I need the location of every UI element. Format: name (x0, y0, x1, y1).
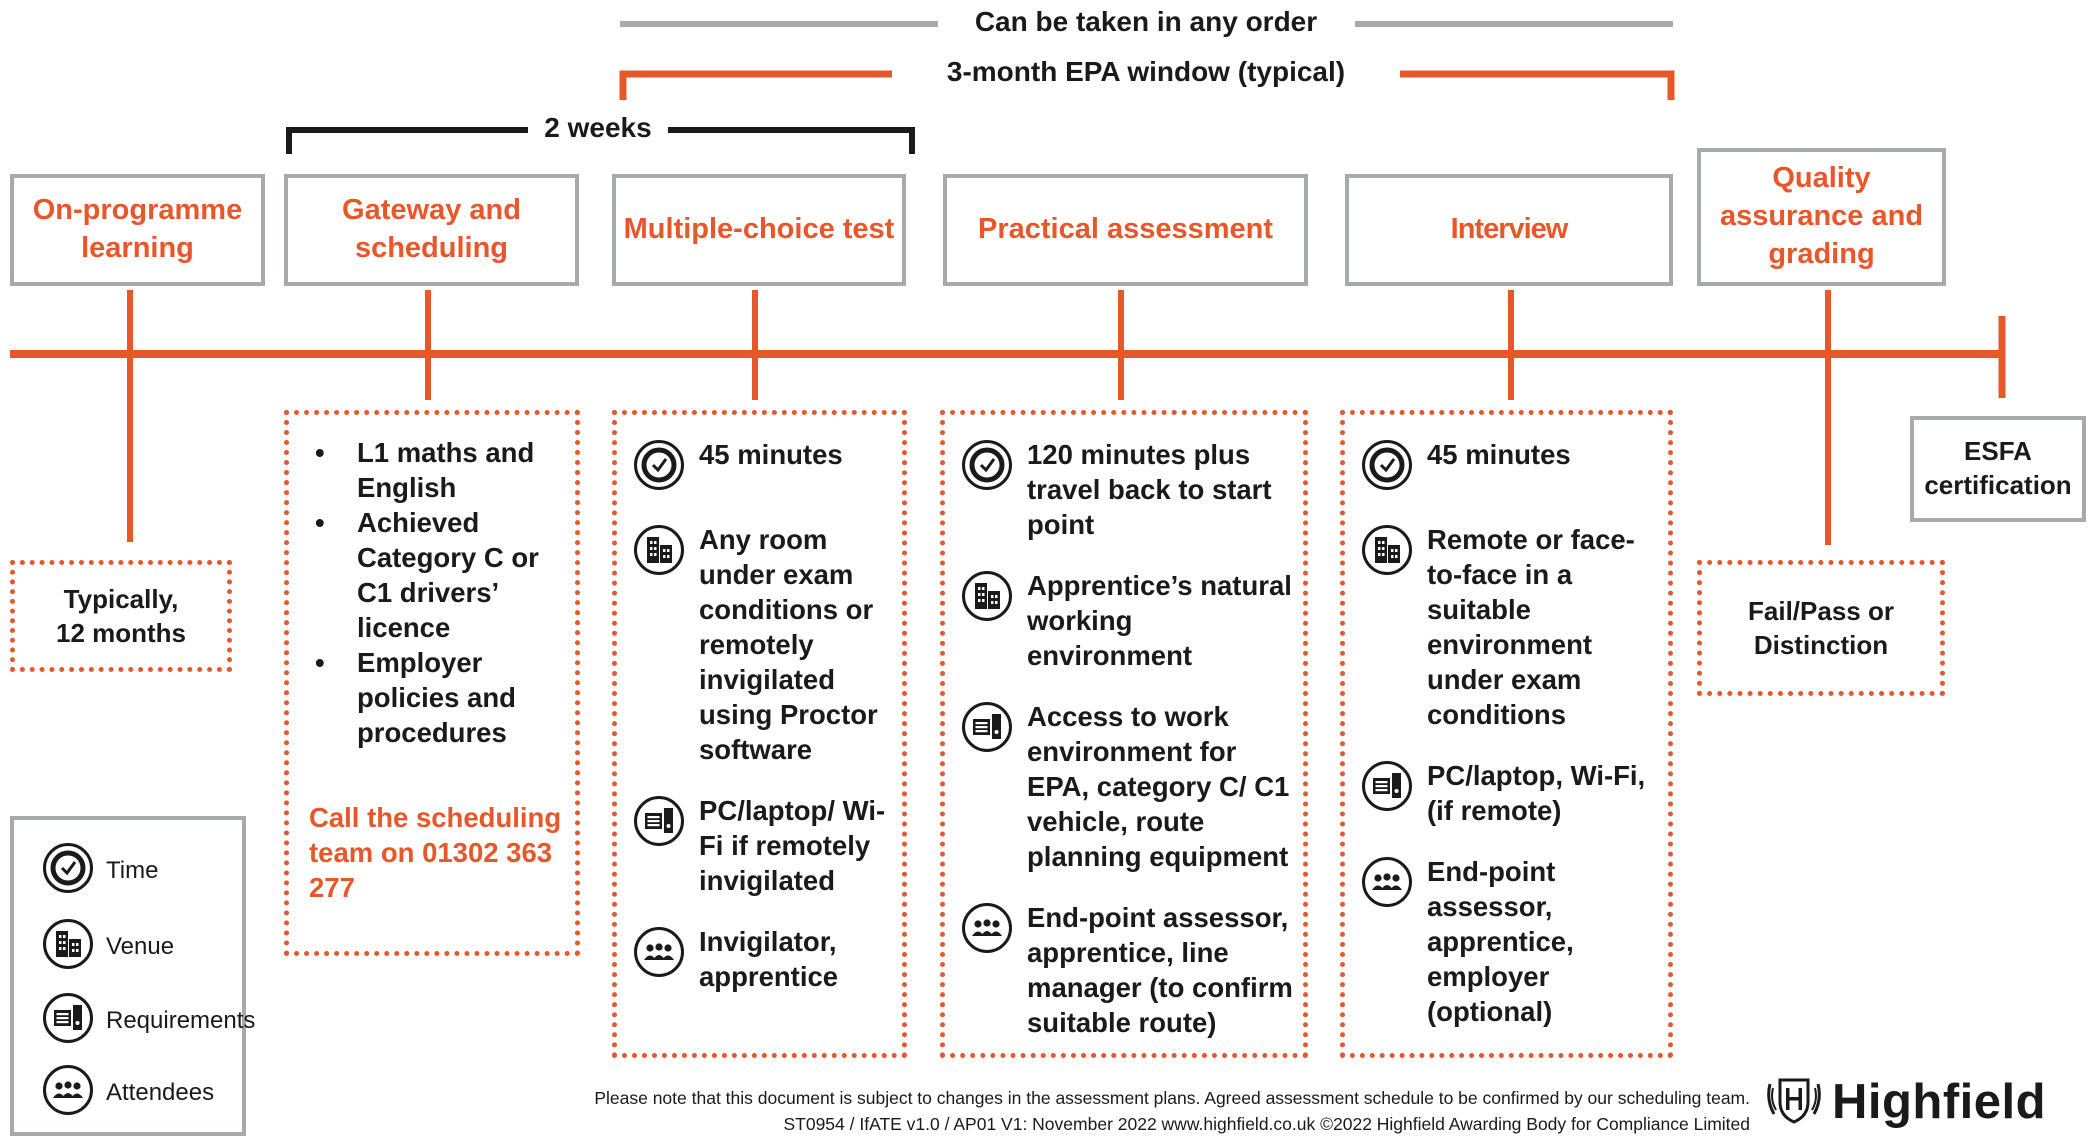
interview-time-text: 45 minutes (1427, 439, 1571, 470)
practical-venue: Apprentice’s natural working environment (961, 568, 1295, 673)
interview-attendees-text: End-point assessor, apprentice, employer… (1427, 856, 1574, 1027)
practical-requirements-text: Access to work environment for EPA, cate… (1027, 701, 1290, 872)
icon-key: Time Venue Requirements Attendees (10, 816, 255, 1136)
key-row-requirements: Requirements (42, 992, 255, 1049)
practical-time-text: 120 minutes plus travel back to start po… (1027, 439, 1272, 540)
practical-time: 120 minutes plus travel back to start po… (961, 437, 1295, 542)
mct-attendees-text: Invigilator, apprentice (699, 926, 839, 992)
quality-outcome-box: Fail/Pass or Distinction (1697, 560, 1945, 696)
stage-on-programme: On-programme learning (10, 174, 265, 286)
interview-requirements-text: PC/laptop, Wi-Fi, (if remote) (1427, 760, 1646, 826)
gateway-details-box: L1 maths and English Achieved Category C… (284, 410, 580, 956)
key-label-attendees: Attendees (106, 1078, 215, 1106)
attendees-icon (633, 926, 685, 983)
mct-time: 45 minutes (633, 437, 894, 496)
interview-venue-text: Remote or face-to-face in a suitable env… (1427, 524, 1635, 730)
clock-icon (1361, 439, 1413, 496)
logo-wordmark: Highfield (1832, 1075, 2047, 1129)
attendees-icon (42, 1064, 94, 1121)
key-row-time: Time (42, 842, 158, 899)
epa-window-label: 3-month EPA window (typical) (946, 56, 1346, 87)
attendees-icon (1361, 856, 1413, 913)
building-icon (1361, 524, 1413, 581)
building-icon (961, 570, 1013, 627)
gateway-requirements-list: L1 maths and English Achieved Category C… (309, 435, 565, 750)
stage-interview: Interview (1345, 174, 1673, 286)
list-item: L1 maths and English (309, 435, 565, 505)
stage-practical-assessment: Practical assessment (943, 174, 1308, 286)
requirements-icon (961, 701, 1013, 758)
stage-quality-assurance: Quality assurance and grading (1697, 148, 1946, 286)
two-weeks-bracket-right (668, 127, 915, 154)
practical-attendees-text: End-point assessor, apprentice, line man… (1027, 902, 1293, 1038)
clock-icon (42, 842, 94, 899)
footer-note: Please note that this document is subjec… (594, 1088, 1750, 1108)
call-scheduling-team: Call the scheduling team on 01302 363 27… (309, 802, 562, 903)
mct-details-box: 45 minutes Any room under exam condition… (612, 410, 907, 1058)
highfield-logo: Highfield (1764, 1074, 2046, 1131)
two-weeks-label: 2 weeks (544, 112, 652, 143)
mct-venue: Any room under exam conditions or remote… (633, 522, 894, 767)
building-icon (42, 918, 94, 975)
key-row-venue: Venue (42, 918, 174, 975)
clock-icon (633, 439, 685, 496)
practical-venue-text: Apprentice’s natural working environment (1027, 570, 1292, 671)
requirements-icon (1361, 760, 1413, 817)
stage-esfa-certification: ESFA certification (1910, 416, 2086, 522)
requirements-icon (633, 795, 685, 852)
practical-attendees: End-point assessor, apprentice, line man… (961, 900, 1295, 1040)
list-item: Employer policies and procedures (309, 645, 565, 750)
interview-venue: Remote or face-to-face in a suitable env… (1361, 522, 1660, 732)
any-order-label: Can be taken in any order (974, 6, 1318, 37)
practical-details-box: 120 minutes plus travel back to start po… (940, 410, 1308, 1058)
building-icon (633, 524, 685, 581)
interview-time: 45 minutes (1361, 437, 1660, 496)
key-row-attendees: Attendees (42, 1064, 214, 1121)
practical-requirements: Access to work environment for EPA, cate… (961, 699, 1295, 874)
on-programme-duration-box: Typically, 12 months (10, 560, 232, 672)
key-label-time: Time (106, 856, 159, 884)
key-label-venue: Venue (106, 932, 175, 960)
two-weeks-bracket-left (286, 127, 528, 154)
requirements-icon (42, 992, 94, 1049)
clock-icon (961, 439, 1013, 496)
grading-outcome: Fail/Pass or Distinction (1748, 595, 1894, 660)
attendees-icon (961, 902, 1013, 959)
interview-requirements: PC/laptop, Wi-Fi, (if remote) (1361, 758, 1660, 828)
shield-crest-icon (1764, 1074, 1824, 1131)
footer-reference: ST0954 / IfATE v1.0 / AP01 V1: November … (783, 1114, 1750, 1134)
stage-gateway: Gateway and scheduling (284, 174, 579, 286)
mct-attendees: Invigilator, apprentice (633, 924, 894, 994)
on-programme-duration: Typically, 12 months (55, 583, 187, 648)
list-item: Achieved Category C or C1 drivers’ licen… (309, 505, 565, 645)
key-label-requirements: Requirements (106, 1006, 256, 1034)
mct-requirements: PC/laptop/ Wi-Fi if remotely invigilated (633, 793, 894, 898)
stage-multiple-choice-test: Multiple-choice test (612, 174, 906, 286)
mct-time-text: 45 minutes (699, 439, 843, 470)
epa-window-bracket-right (1400, 70, 1675, 100)
epa-window-bracket-left (619, 70, 892, 100)
mct-requirements-text: PC/laptop/ Wi-Fi if remotely invigilated (699, 795, 886, 896)
mct-venue-text: Any room under exam conditions or remote… (699, 524, 878, 765)
interview-attendees: End-point assessor, apprentice, employer… (1361, 854, 1660, 1029)
interview-details-box: 45 minutes Remote or face-to-face in a s… (1340, 410, 1673, 1058)
